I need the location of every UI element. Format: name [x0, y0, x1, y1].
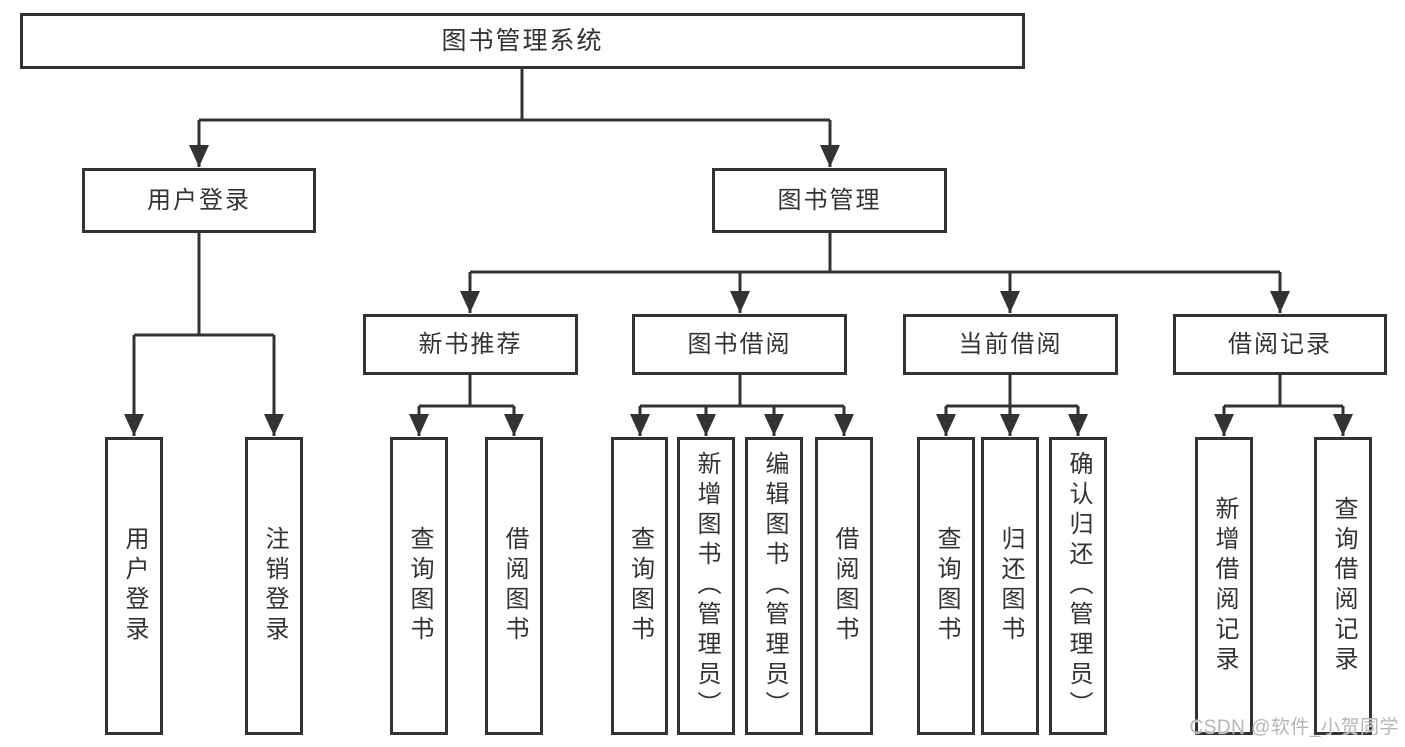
edge-book-borrow-split: [640, 373, 844, 408]
leaf-return-book-label: 归还图书: [997, 526, 1024, 646]
edge-borrow-records-split: [1224, 373, 1343, 408]
node-user-login: 用户登录: [82, 168, 316, 233]
node-book-borrow: 图书借阅: [632, 314, 847, 375]
node-new-book-recommend: 新书推荐: [363, 314, 578, 375]
leaf-return-book: 归还图书: [981, 437, 1039, 735]
leaf-edit-book-admin: 编辑图书（管理员）: [745, 437, 803, 735]
leaf-search-book-3: 查询图书: [917, 437, 975, 735]
csdn-watermark: CSDN @软件_小贺同学: [1189, 717, 1399, 738]
node-book-borrow-label: 图书借阅: [687, 330, 792, 358]
edge-current-borrow-split: [946, 373, 1078, 408]
leaf-search-book-3-label: 查询图书: [933, 526, 960, 646]
node-root-label: 图书管理系统: [441, 26, 604, 55]
leaf-add-borrow-record: 新增借阅记录: [1195, 437, 1253, 735]
leaf-search-book-1: 查询图书: [390, 437, 448, 735]
leaf-confirm-return-admin-label: 确认归还（管理员）: [1065, 451, 1092, 721]
leaf-user-login-label: 用户登录: [121, 526, 148, 646]
leaf-add-book-admin-label: 新增图书（管理员）: [693, 451, 720, 721]
leaf-search-book-2-label: 查询图书: [626, 526, 654, 646]
leaf-borrow-book-2-label: 借阅图书: [831, 526, 858, 646]
leaf-add-book-admin: 新增图书（管理员）: [677, 437, 735, 735]
leaf-borrow-book-2: 借阅图书: [815, 437, 873, 735]
node-current-borrow: 当前借阅: [903, 314, 1118, 375]
node-book-management: 图书管理: [712, 168, 947, 233]
edge-book-mgmt-split: [470, 231, 1280, 274]
leaf-search-borrow-record-label: 查询借阅记录: [1330, 496, 1357, 676]
leaf-add-borrow-record-label: 新增借阅记录: [1211, 496, 1238, 676]
node-book-management-label: 图书管理: [777, 186, 882, 214]
node-current-borrow-label: 当前借阅: [958, 330, 1063, 358]
leaf-edit-book-admin-label: 编辑图书（管理员）: [761, 451, 788, 721]
leaf-logout-label: 注销登录: [261, 526, 288, 646]
edge-user-login-split: [134, 231, 274, 337]
node-user-login-label: 用户登录: [147, 186, 251, 214]
node-new-book-recommend-label: 新书推荐: [418, 330, 523, 358]
leaf-logout: 注销登录: [245, 437, 303, 735]
leaf-search-book-2: 查询图书: [611, 437, 668, 735]
node-borrow-records-label: 借阅记录: [1228, 330, 1332, 358]
leaf-user-login: 用户登录: [105, 437, 163, 735]
leaf-search-book-1-label: 查询图书: [406, 526, 433, 646]
leaf-borrow-book-1: 借阅图书: [485, 437, 543, 735]
leaf-borrow-book-1-label: 借阅图书: [501, 526, 528, 646]
node-borrow-records: 借阅记录: [1173, 314, 1387, 375]
leaf-confirm-return-admin: 确认归还（管理员）: [1049, 437, 1107, 735]
edge-root-split: [199, 67, 830, 122]
node-root: 图书管理系统: [20, 13, 1025, 69]
edge-new-books-split: [419, 373, 514, 408]
leaf-search-borrow-record: 查询借阅记录: [1314, 437, 1372, 735]
